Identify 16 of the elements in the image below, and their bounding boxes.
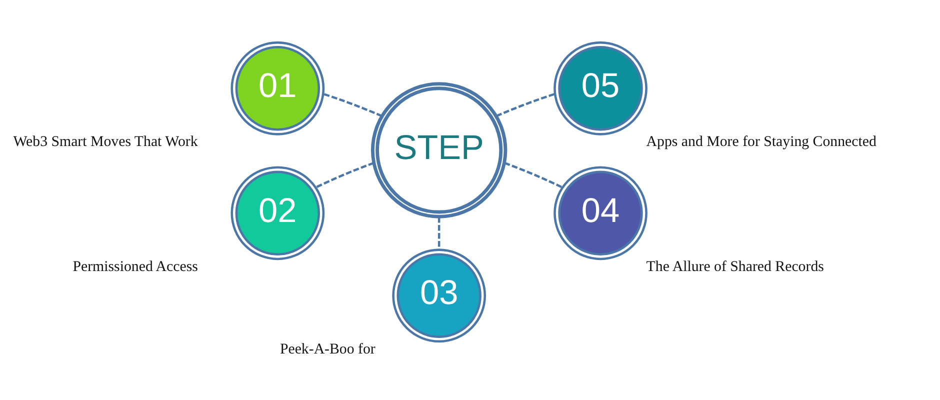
connector xyxy=(438,216,440,250)
node-label: Web3 Smart Moves That Work xyxy=(13,134,198,150)
node-circle: 01 xyxy=(230,41,325,136)
node-label: Permissioned Access xyxy=(72,258,198,275)
node-label: Peek-A-Boo for xyxy=(280,341,376,358)
connector xyxy=(504,162,563,188)
connector xyxy=(496,92,556,118)
node-label: The Allure of Shared Records xyxy=(646,258,824,275)
node-circle: STEP xyxy=(370,82,508,218)
node-circle: 03 xyxy=(392,248,486,343)
node-label: Apps and More for Staying Connected xyxy=(646,134,876,150)
node-circle: 04 xyxy=(554,166,648,260)
node-circle: 05 xyxy=(554,41,648,136)
connector xyxy=(322,92,382,118)
connector xyxy=(315,162,374,189)
node-circle: 02 xyxy=(230,166,325,260)
